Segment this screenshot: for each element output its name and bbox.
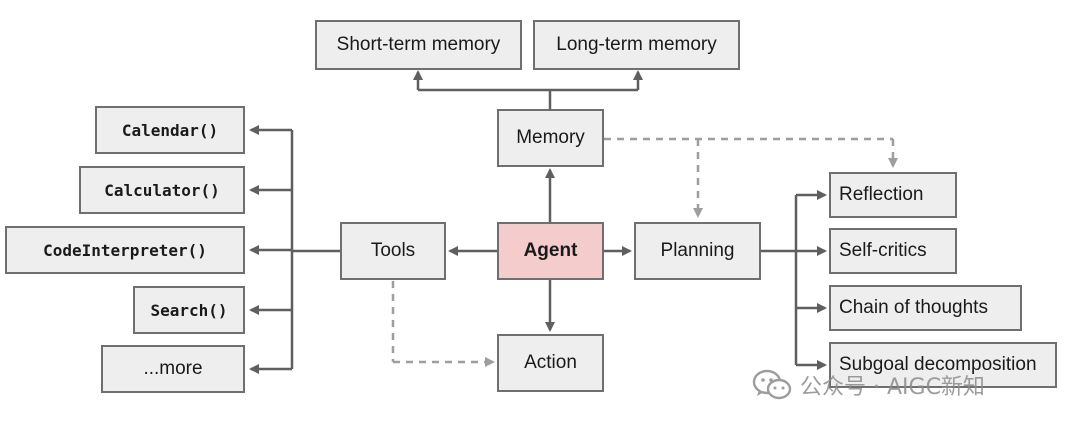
calculator-tool-box: Calculator() bbox=[79, 166, 245, 214]
search-tool-box: Search() bbox=[133, 286, 245, 334]
reflection-label: Reflection bbox=[839, 184, 924, 205]
short-term-memory-box: Short-term memory bbox=[315, 20, 522, 70]
reflection-box: Reflection bbox=[829, 172, 957, 218]
planning-label: Planning bbox=[660, 240, 735, 261]
action-label: Action bbox=[524, 352, 577, 373]
long-term-memory-box: Long-term memory bbox=[533, 20, 740, 70]
planning-box: Planning bbox=[634, 222, 761, 280]
code-interpreter-tool-box: CodeInterpreter() bbox=[5, 226, 245, 274]
subgoal-decomposition-box: Subgoal decomposition bbox=[829, 342, 1057, 388]
more-tools-label: ...more bbox=[143, 358, 203, 379]
calendar-tool-box: Calendar() bbox=[95, 106, 245, 154]
subgoal-decomposition-label: Subgoal decomposition bbox=[839, 354, 1037, 375]
memory-box: Memory bbox=[497, 109, 604, 167]
memory-label: Memory bbox=[516, 127, 585, 148]
action-box: Action bbox=[497, 334, 604, 392]
more-tools-box: ...more bbox=[101, 345, 245, 393]
calculator-tool-label: Calculator() bbox=[104, 180, 220, 200]
chain-of-thoughts-label: Chain of thoughts bbox=[839, 297, 988, 318]
search-tool-label: Search() bbox=[150, 300, 228, 320]
code-interpreter-tool-label: CodeInterpreter() bbox=[43, 240, 207, 260]
long-term-memory-label: Long-term memory bbox=[556, 34, 717, 55]
chain-of-thoughts-box: Chain of thoughts bbox=[829, 285, 1022, 331]
self-critics-label: Self-critics bbox=[839, 240, 927, 261]
agent-label: Agent bbox=[523, 240, 578, 261]
tools-label: Tools bbox=[370, 240, 416, 261]
tools-box: Tools bbox=[340, 222, 446, 280]
self-critics-box: Self-critics bbox=[829, 228, 957, 274]
calendar-tool-label: Calendar() bbox=[121, 120, 219, 140]
agent-box: Agent bbox=[497, 222, 604, 280]
short-term-memory-label: Short-term memory bbox=[336, 34, 501, 55]
